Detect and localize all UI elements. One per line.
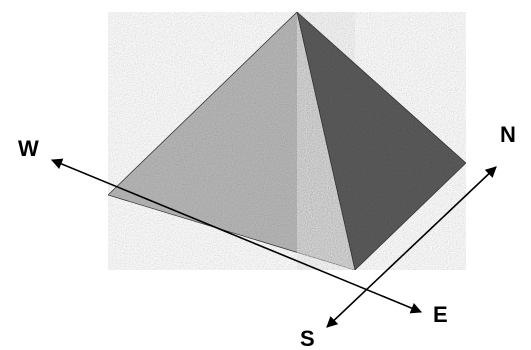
label-north: N (500, 122, 516, 147)
label-west: W (18, 136, 39, 161)
label-east: E (433, 302, 448, 327)
label-south: S (300, 326, 315, 350)
